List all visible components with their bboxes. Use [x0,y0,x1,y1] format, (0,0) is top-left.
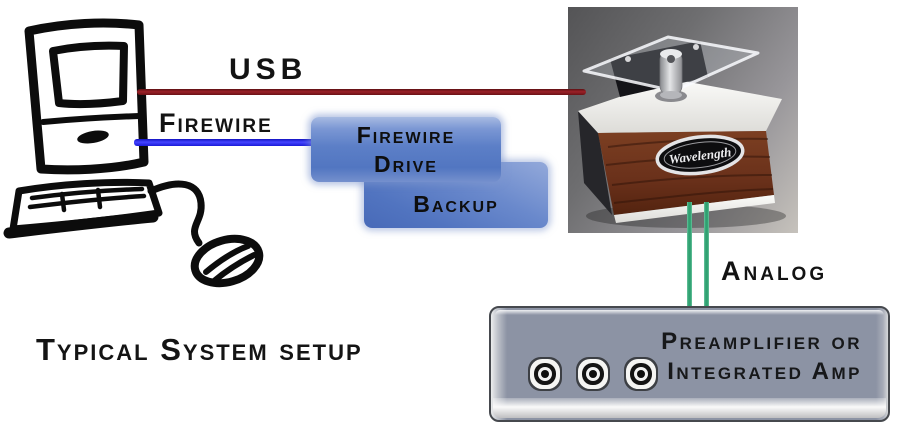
rca-jack-icon [589,370,597,378]
dac-device-illustration: Wavelength [578,35,786,228]
dac-photo: Wavelength [568,7,798,233]
firewire-drive-box: Firewire Drive [311,117,501,182]
sketch-computer-icon [3,18,264,288]
backup-box-label: Backup [413,191,499,217]
preamp-label-line1: Preamplifier or [661,328,862,355]
preamp-label: Preamplifier or Integrated Amp [661,327,862,387]
analog-label: Analog [721,256,828,286]
rca-jack-icon [637,370,645,378]
usb-label: USB [229,53,308,86]
firewire-cable-line [134,139,315,146]
wavelength-badge: Wavelength [655,134,745,176]
rca-jack-row [528,357,658,391]
firewire-label: Firewire [159,108,273,138]
usb-cable-line [137,89,586,95]
rca-jack-icon [541,370,549,378]
preamp-label-line2: Integrated Amp [667,358,862,385]
analog-cable-line-right [704,202,709,310]
device-top-plate [578,79,782,133]
analog-cable-line-left [687,202,692,310]
device-left-side [578,111,612,215]
device-base-trim [614,195,775,223]
firewire-drive-box-line2: Drive [374,150,438,177]
preamp-box: Preamplifier or Integrated Amp [489,306,890,422]
diagram-title: Typical System setup [36,332,363,367]
firewire-drive-box-line1: Firewire [356,121,456,148]
